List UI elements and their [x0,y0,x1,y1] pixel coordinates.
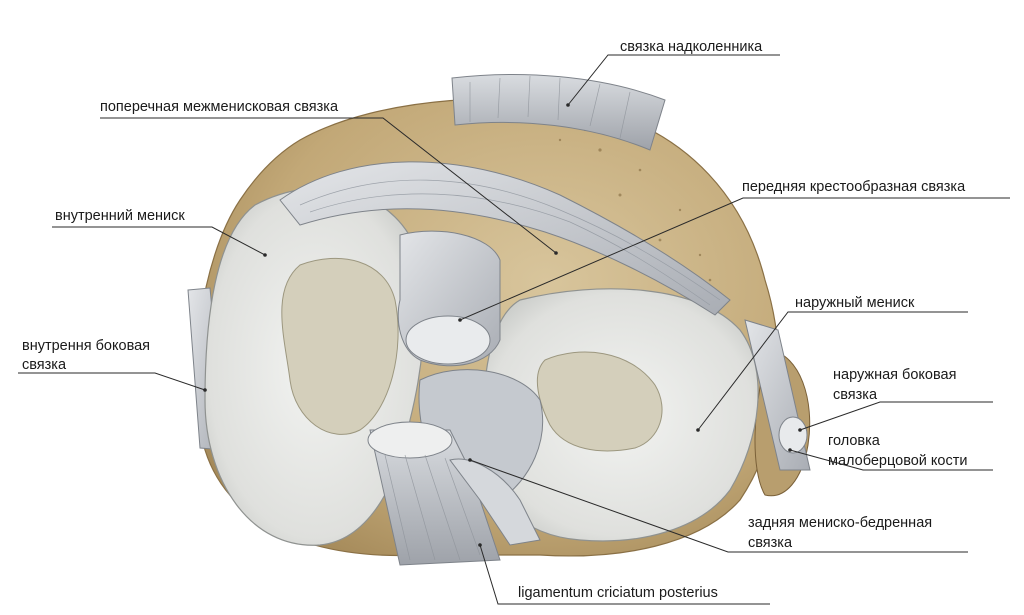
label-medial-meniscus: внутренний мениск [55,208,185,224]
label-posterior-meniscofemoral-line1: задняя мениско-бедренная [748,515,933,531]
leader-lines [18,54,1010,605]
label-posterior-meniscofemoral-line2: связка [748,535,793,551]
label-fibula-head-line1: головка [828,433,880,449]
posterior-meniscofemoral-ligament [449,458,541,546]
label-lateral-meniscus: наружный мениск [795,295,915,311]
label-fibula-head-line2: малоберцовой кости [828,453,968,469]
label-patellar-ligament: связка надколенника [620,39,763,55]
lateral-articular-surface [536,351,663,452]
label-transverse-ligament: поперечная межменисковая связка [100,99,339,115]
label-medial-collateral-line2: связка [22,357,67,373]
transverse-ligament [279,161,731,316]
medial-articular-surface [281,258,399,435]
label-lateral-collateral-line2: связка [833,387,878,403]
label-medial-collateral-line1: внутрення боковая [22,338,151,354]
label-posterior-cruciate: ligamentum criciatum posterius [518,585,718,601]
label-anterior-cruciate: передняя крестообразная связка [742,179,966,195]
label-lateral-collateral-line1: наружная боковая [833,367,957,383]
